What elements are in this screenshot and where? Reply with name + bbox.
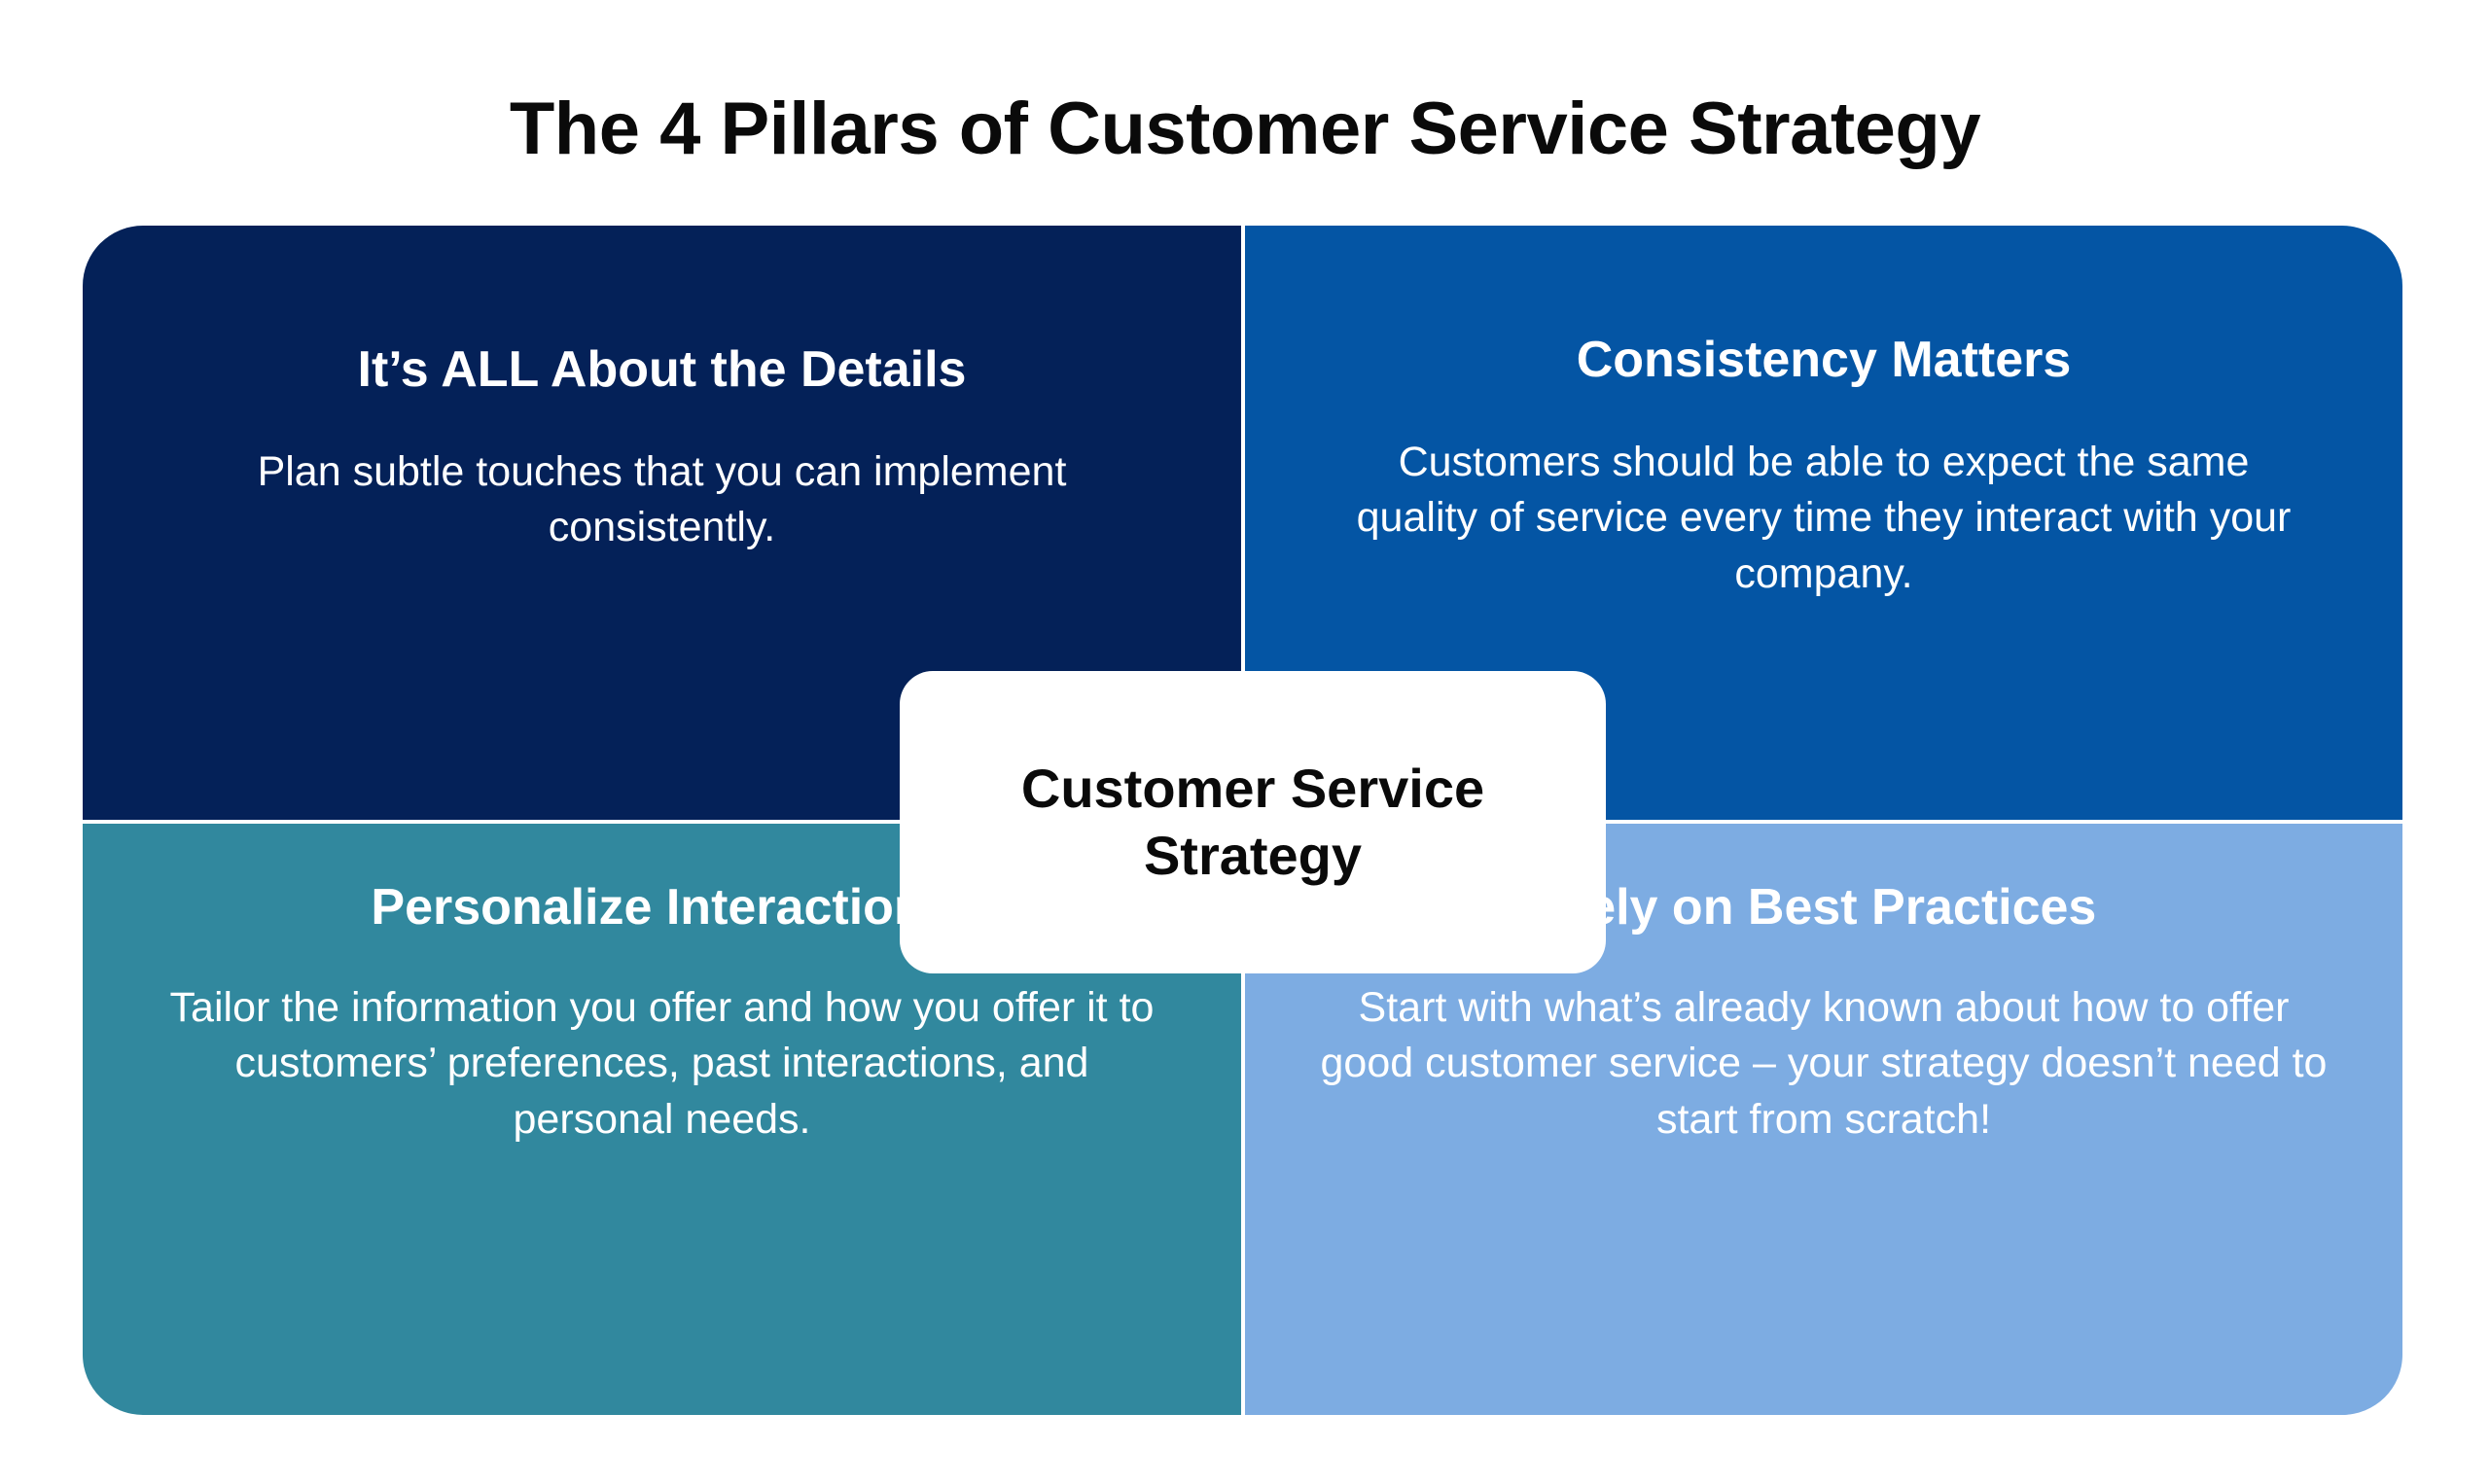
center-card-label: Customer Service Strategy xyxy=(1020,758,1485,886)
page-title: The 4 Pillars of Customer Service Strate… xyxy=(509,87,1981,170)
quadrant-body: Start with what’s already known about ho… xyxy=(1320,984,2328,1143)
quadrant-heading: Consistency Matters xyxy=(1576,332,2072,388)
quadrant-body: Plan subtle touches that you can impleme… xyxy=(257,448,1067,551)
quadrant-top-left: It’s ALL About the Details Plan subtle t… xyxy=(83,226,1245,824)
quadrant-heading: It’s ALL About the Details xyxy=(357,341,967,398)
quadrant-body: Customers should be able to expect the s… xyxy=(1356,439,2292,597)
center-card: Customer Service Strategy xyxy=(900,671,1606,973)
quadrant-heading: Personalize Interactions xyxy=(371,879,953,936)
quadrant-body: Tailor the information you offer and how… xyxy=(169,984,1155,1143)
quadrant-heading: Rely on Best Practices xyxy=(1550,879,2097,936)
